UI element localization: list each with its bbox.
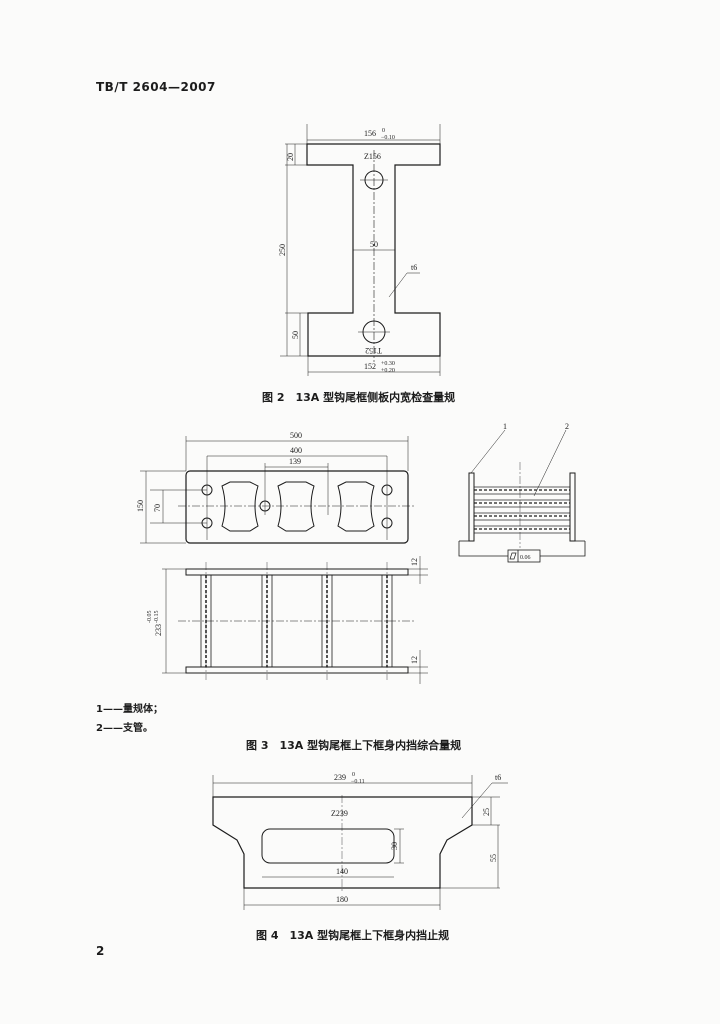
fig3-dim-depth-tol-lower: -0.15 bbox=[154, 611, 160, 624]
figure3-caption: 图 3 13A 型钩尾框上下框身内挡综合量规 bbox=[246, 739, 462, 752]
fig4-dim-total-height: 55 bbox=[489, 854, 498, 862]
fig3-dim-depth-tol-upper: -0.05 bbox=[147, 611, 153, 624]
fig4-dim-top-tol-lower: −0.11 bbox=[351, 779, 365, 785]
figure4-drawing bbox=[212, 775, 508, 910]
figure2-drawing bbox=[280, 124, 441, 376]
fig2-dim-top-tol-upper: 0 bbox=[382, 128, 385, 134]
fig3-flatness-tolerance: 0.06 bbox=[520, 555, 531, 561]
figure2-caption: 图 2 13A 型钩尾框侧板内宽检查量规 bbox=[262, 391, 456, 404]
fig2-mark-bottom: T152 bbox=[365, 346, 382, 355]
fig3-dim-height: 150 bbox=[136, 500, 145, 512]
fig2-dim-bottom-height: 50 bbox=[291, 331, 300, 339]
figure3-side-view bbox=[458, 429, 586, 563]
fig4-mark: Z239 bbox=[331, 809, 348, 818]
hole-icon bbox=[381, 517, 393, 529]
fig3-dim-plate-bottom: 12 bbox=[410, 656, 419, 664]
fig2-dim-web-width: 50 bbox=[370, 240, 378, 249]
figure3-legend-item-2: 2——支管。 bbox=[96, 723, 153, 734]
fig2-dim-total-height: 250 bbox=[278, 244, 287, 256]
fig2-dim-bottom-tol-lower: +0.20 bbox=[381, 368, 395, 374]
figure4-caption: 图 4 13A 型钩尾框上下框身内挡止规 bbox=[256, 929, 450, 942]
fig3-dim-plate-top: 12 bbox=[410, 558, 419, 566]
fig2-mark-top: Z156 bbox=[364, 152, 381, 161]
fig3-dim-hole-spacing: 400 bbox=[290, 446, 302, 455]
fig2-dim-bottom: 152 bbox=[364, 362, 376, 371]
fig4-dim-top-tol-upper: 0 bbox=[352, 772, 355, 778]
fig3-dim-center-spacing: 139 bbox=[289, 457, 301, 466]
fig2-dim-top-tol-lower: −0.10 bbox=[381, 135, 395, 141]
figure3-plan-view bbox=[140, 436, 416, 544]
fig4-dim-top: 239 bbox=[334, 773, 346, 782]
hole-icon bbox=[381, 484, 393, 496]
standard-code: TB/T 2604—2007 bbox=[96, 80, 216, 94]
flatness-icon bbox=[509, 552, 517, 560]
fig3-callout-2: 2 bbox=[565, 422, 569, 431]
hole-icon bbox=[259, 500, 271, 512]
fig4-dim-inner-height: 30 bbox=[390, 842, 399, 850]
fig4-dim-inner-width: 140 bbox=[336, 867, 348, 876]
page-number: 2 bbox=[96, 944, 105, 958]
fig4-dim-top-height: 25 bbox=[482, 808, 491, 816]
figure3-legend-item-1: 1——量规体； bbox=[96, 704, 163, 715]
fig3-dim-hole-vertical: 70 bbox=[153, 504, 162, 512]
fig2-dim-flange-height: 20 bbox=[286, 153, 295, 161]
fig2-dim-top: 156 bbox=[364, 129, 376, 138]
fig3-dim-length: 500 bbox=[290, 431, 302, 440]
fig3-dim-depth: 233 bbox=[154, 624, 163, 636]
fig3-callout-1: 1 bbox=[503, 422, 507, 431]
fig2-dim-bottom-tol-upper: +0.30 bbox=[381, 361, 395, 367]
figure3-front-view bbox=[162, 556, 428, 684]
fig4-thickness: t6 bbox=[495, 773, 501, 782]
fig2-thickness: t6 bbox=[411, 263, 417, 272]
fig4-dim-bottom-width: 180 bbox=[336, 895, 348, 904]
